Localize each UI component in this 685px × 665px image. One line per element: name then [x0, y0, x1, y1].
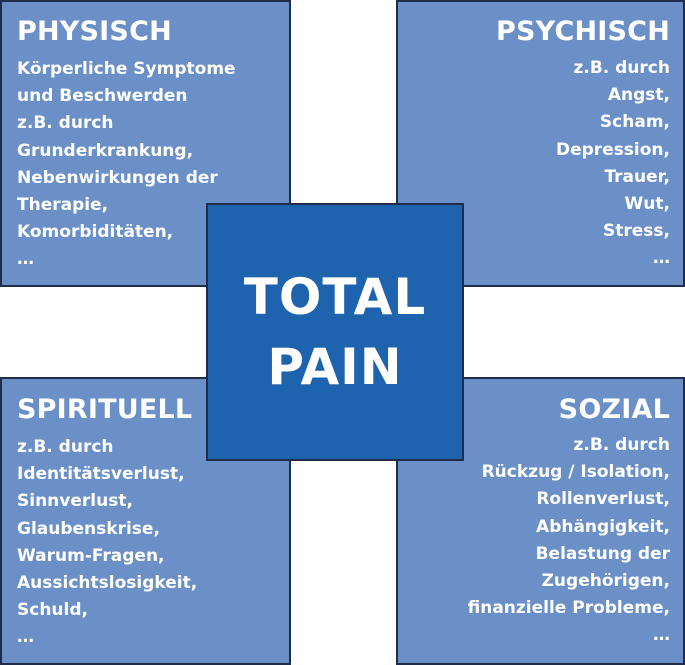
quadrant-line: Scham,	[599, 112, 670, 133]
quadrant-lines: z.B. durch Identitätsverlust, Sinnverlus…	[17, 434, 289, 652]
quadrant-title: SPIRITUELL	[17, 394, 193, 425]
quadrant-line: …	[653, 248, 670, 269]
quadrant-lines: z.B. durch Angst, Scham, Depression, Tra…	[398, 55, 670, 273]
quadrant-line: Depression,	[555, 139, 670, 160]
quadrant-physisch: PHYSISCH Körperliche Symptome und Beschw…	[0, 0, 291, 287]
quadrant-line: z.B. durch	[573, 58, 670, 78]
quadrant-line: Nebenwirkungen der	[17, 167, 218, 188]
quadrant-line: finanzielle Probleme,	[467, 598, 670, 619]
quadrant-line: Abhängigkeit,	[536, 516, 670, 537]
quadrant-line: …	[17, 249, 34, 270]
quadrant-line: z.B. durch	[17, 113, 114, 134]
center-title-line1: TOTAL	[243, 268, 427, 326]
quadrant-line: Glaubenskrise,	[17, 518, 160, 539]
quadrant-line: Rückzug / Isolation,	[481, 462, 670, 483]
quadrant-title: PHYSISCH	[17, 16, 172, 47]
quadrant-line: Zugehörigen,	[541, 571, 670, 592]
quadrant-line: Körperliche Symptome	[17, 59, 236, 79]
quadrant-line: Therapie,	[17, 195, 109, 216]
quadrant-line: …	[653, 625, 670, 646]
quadrant-line: Angst,	[607, 85, 670, 106]
quadrant-line: Grunderkrankung,	[17, 140, 194, 161]
quadrant-line: z.B. durch	[573, 435, 670, 455]
quadrant-sozial: SOZIAL z.B. durch Rückzug / Isolation, R…	[396, 377, 685, 665]
quadrant-line: Warum-Fragen,	[17, 545, 165, 566]
quadrant-line: …	[17, 627, 34, 648]
quadrant-line: Identitätsverlust,	[17, 464, 185, 485]
quadrant-line: Rollenverlust,	[536, 489, 670, 510]
quadrant-line: z.B. durch	[17, 437, 114, 457]
quadrant-line: Schuld,	[17, 600, 88, 621]
quadrant-line: Stress,	[603, 221, 670, 242]
quadrant-title: PSYCHISCH	[496, 16, 670, 47]
quadrant-line: Sinnverlust,	[17, 491, 133, 512]
quadrant-line: Wut,	[624, 194, 670, 215]
quadrant-line: Trauer,	[604, 166, 670, 187]
center-title-line2: PAIN	[267, 338, 403, 396]
quadrant-title: SOZIAL	[558, 394, 670, 425]
quadrant-lines: Körperliche Symptome und Beschwerden z.B…	[17, 56, 289, 274]
total-pain-center-box: TOTAL PAIN	[206, 203, 464, 461]
quadrant-line: Aussichtslosigkeit,	[17, 573, 198, 594]
quadrant-line: und Beschwerden	[17, 86, 188, 107]
quadrant-line: Komorbiditäten,	[17, 222, 174, 243]
quadrant-lines: z.B. durch Rückzug / Isolation, Rollenve…	[398, 432, 670, 650]
quadrant-line: Belastung der	[535, 543, 670, 564]
